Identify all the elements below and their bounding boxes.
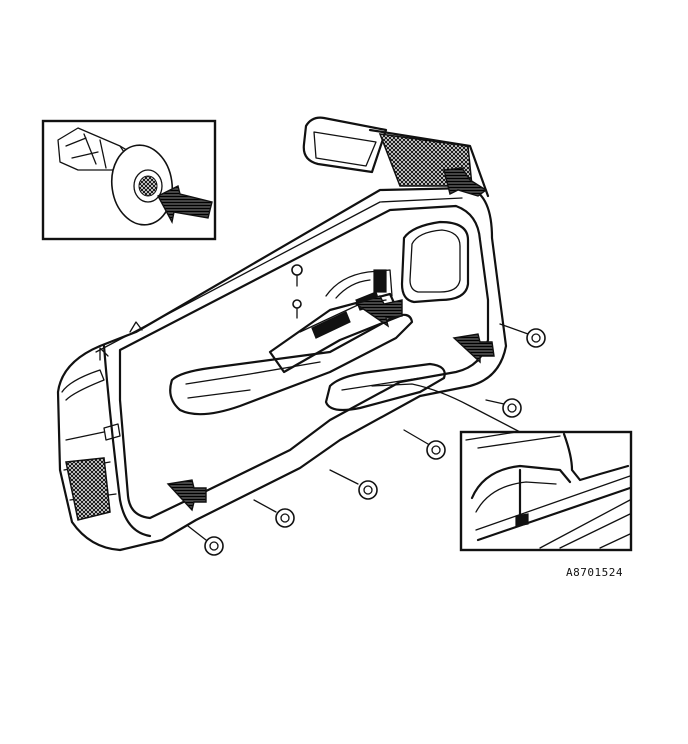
clip-icon — [329, 469, 378, 500]
clip-icon — [499, 323, 546, 348]
arrow-icon — [166, 479, 207, 512]
clip-icon — [291, 264, 303, 319]
clip-icon — [187, 525, 224, 556]
arrow-icon — [157, 184, 213, 225]
clip-detail-inset — [41, 119, 217, 241]
clip-icon — [253, 499, 295, 528]
arrow-icon — [443, 167, 488, 197]
clip-icon — [403, 429, 446, 460]
detail-leader-line — [371, 383, 521, 433]
panel-fasteners — [187, 323, 546, 556]
section-detail-inset — [459, 430, 633, 552]
figure-code-label: A8701524 — [566, 566, 623, 579]
arrow-icon — [354, 295, 403, 328]
door-trim-panel — [56, 116, 508, 552]
clip-icon — [485, 398, 522, 418]
arrow-icon — [452, 333, 495, 364]
